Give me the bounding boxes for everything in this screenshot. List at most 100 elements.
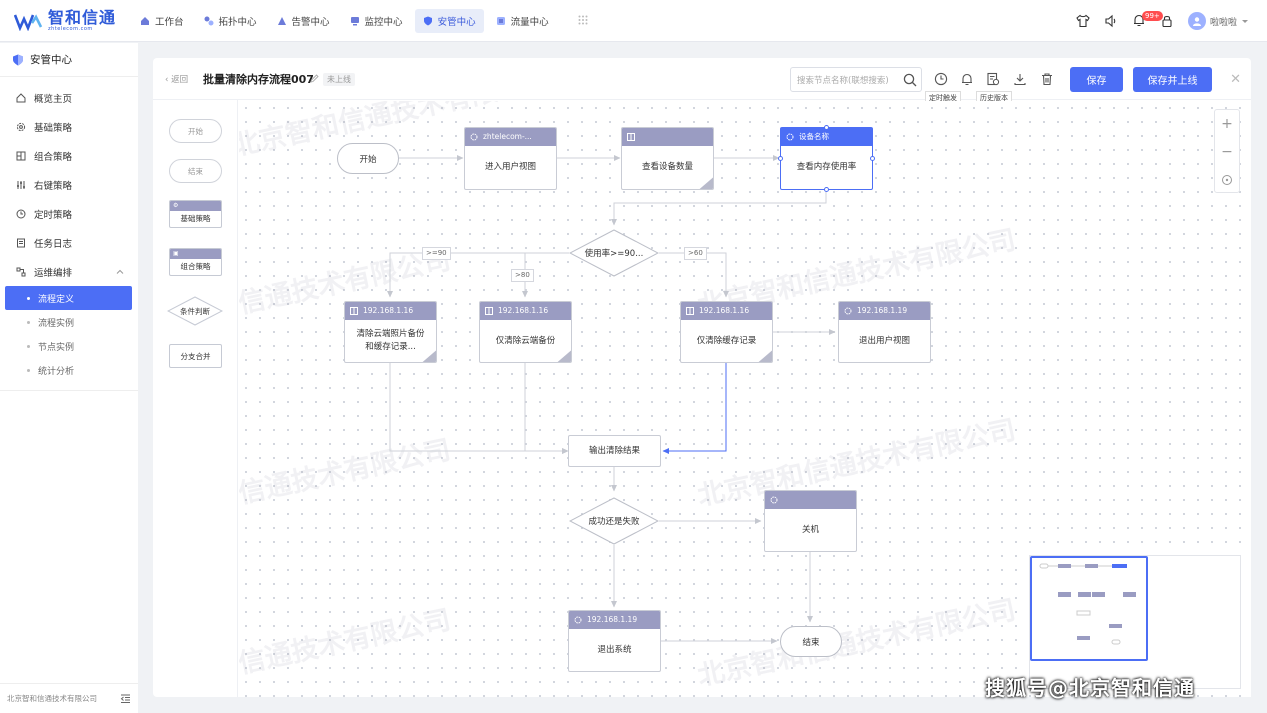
shirt-icon[interactable] — [1076, 14, 1090, 28]
resize-handle[interactable] — [824, 187, 829, 192]
combo-icon — [627, 133, 635, 141]
chevron-up-icon — [116, 269, 124, 274]
notification-button[interactable]: 99+ — [1132, 10, 1163, 30]
edge-d1-n6[interactable] — [659, 252, 729, 298]
save-and-publish-button[interactable]: 保存并上线 — [1133, 67, 1212, 92]
palette-label: 条件判断 — [180, 306, 210, 316]
edge-n3-d1[interactable] — [611, 190, 827, 226]
minimap-viewport[interactable] — [1030, 556, 1148, 661]
download-icon — [1014, 74, 1026, 86]
fit-view-button[interactable] — [1215, 166, 1239, 194]
flow-node-exit-system[interactable]: 192.168.1.19 退出系统 — [568, 610, 661, 672]
nav-alarm[interactable]: 告警中心 — [269, 9, 338, 33]
notification-badge: 99+ — [1141, 10, 1163, 21]
alert-button[interactable] — [957, 69, 977, 89]
sidebar-item-label: 概览主页 — [34, 93, 73, 105]
brand-logo[interactable]: 智和信通 zhtelecom.com — [14, 8, 116, 34]
flow-node-clear-cloud-backup[interactable]: 192.168.1.16 仅清除云端备份 — [479, 301, 572, 363]
timer-trigger-button[interactable] — [931, 69, 951, 89]
sidebar-subitem-label: 流程定义 — [38, 294, 75, 305]
node-body: 退出系统 — [597, 644, 632, 655]
node-body: 进入用户视图 — [484, 162, 536, 172]
node-body: 清除云端照片备份和缓存记录... — [356, 329, 425, 352]
alarm-icon — [277, 17, 286, 25]
node-header: zhtelecom-... — [465, 128, 556, 146]
speaker-icon[interactable] — [1104, 14, 1118, 28]
sidebar-item-combo-policy[interactable]: 组合策略 — [0, 141, 138, 170]
minimap[interactable] — [1029, 555, 1241, 689]
nav-security[interactable]: 安管中心 — [414, 9, 484, 33]
edge-n5-n8[interactable] — [524, 363, 569, 454]
flow-node-view-device-count[interactable]: 查看设备数量 — [621, 127, 714, 190]
flow-decision-usage[interactable]: 使用率>=90... — [569, 229, 659, 277]
flow-start-node[interactable]: 开始 — [337, 143, 399, 174]
sidebar-item-timed-policy[interactable]: 定时策略 — [0, 199, 138, 228]
trash-icon — [1042, 73, 1052, 86]
search-icon[interactable] — [903, 73, 917, 87]
palette-merge[interactable]: 分支合并 — [169, 344, 222, 368]
palette-combo-policy[interactable]: ▣组合策略 — [169, 248, 222, 276]
sidebar-subitem-flow-definition[interactable]: 流程定义 — [5, 286, 132, 310]
nav-label: 安管中心 — [437, 17, 476, 28]
delete-button[interactable] — [1037, 69, 1057, 89]
flow-node-shutdown[interactable]: 关机 — [764, 490, 857, 552]
nav-workbench[interactable]: 工作台 — [132, 9, 192, 33]
save-button[interactable]: 保存 — [1070, 67, 1123, 92]
edge-n6-n8-selected[interactable] — [662, 363, 727, 454]
node-search-input[interactable]: 搜索节点名称(联想搜索) — [790, 67, 922, 92]
sidebar-item-basic-policy[interactable]: 基础策略 — [0, 112, 138, 141]
sidebar-divider — [0, 390, 138, 391]
sidebar-item-rightclick-policy[interactable]: 右键策略 — [0, 170, 138, 199]
download-button[interactable] — [1010, 69, 1030, 89]
flow-node-exit-user-view[interactable]: 192.168.1.19 退出用户视图 — [838, 301, 931, 363]
nav-label: 流量中心 — [510, 17, 549, 28]
sidebar-item-label: 组合策略 — [34, 151, 73, 163]
resize-handle[interactable] — [870, 156, 875, 161]
chevron-left-icon: ‹ — [165, 75, 172, 85]
close-icon[interactable]: ✕ — [1230, 72, 1241, 87]
sidebar-subitem-flow-instance[interactable]: 流程实例 — [0, 310, 138, 334]
flow-decision-success[interactable]: 成功还是失败 — [569, 497, 659, 545]
node-body: 关机 — [801, 524, 819, 535]
combo-icon — [485, 307, 493, 315]
flow-canvas[interactable]: 北京智和信通技术有限公司 北京智和信通技术有限公司 北京智和信通技术有限公司 北… — [239, 101, 1251, 697]
sidebar-item-orchestration[interactable]: 运维编排 — [0, 257, 138, 286]
resize-handle[interactable] — [778, 156, 783, 161]
edit-icon[interactable] — [310, 74, 319, 83]
back-button[interactable]: ‹ 返回 — [165, 73, 188, 85]
palette-start[interactable]: 开始 — [169, 119, 222, 143]
sidebar-item-label: 运维编排 — [34, 267, 73, 279]
flow-merge-output-result[interactable]: 输出清除结果 — [568, 435, 661, 467]
sidebar-item-overview[interactable]: 概览主页 — [0, 83, 138, 112]
zoom-in-button[interactable]: + — [1221, 116, 1233, 132]
nav-label: 监控中心 — [364, 17, 403, 28]
lock-icon[interactable] — [1160, 14, 1174, 28]
edge-n4-n8[interactable] — [389, 363, 569, 454]
gear-icon — [786, 133, 794, 141]
nav-topology[interactable]: 拓扑中心 — [196, 9, 265, 33]
diamond-shape — [167, 296, 223, 326]
flow-icon — [496, 17, 505, 25]
sidebar-subitem-node-instance[interactable]: 节点实例 — [0, 334, 138, 358]
nav-monitor[interactable]: 监控中心 — [342, 9, 411, 33]
resize-handle[interactable] — [824, 125, 829, 130]
flow-end-node[interactable]: 结束 — [780, 626, 842, 657]
flow-node-clear-cloud-photos-cache[interactable]: 192.168.1.16 清除云端照片备份和缓存记录... — [344, 301, 437, 363]
apps-grid-icon[interactable] — [578, 15, 588, 25]
history-version-button[interactable] — [983, 69, 1003, 89]
nav-flow[interactable]: 流量中心 — [488, 9, 557, 33]
collapse-sidebar-icon[interactable] — [120, 693, 131, 704]
edge-d1-n4[interactable] — [387, 252, 569, 298]
palette-condition[interactable]: 条件判断 — [167, 296, 223, 326]
sidebar-subitem-statistics[interactable]: 统计分析 — [0, 358, 138, 382]
zoom-out-button[interactable]: − — [1221, 144, 1233, 160]
sidebar-item-task-log[interactable]: 任务日志 — [0, 228, 138, 257]
flow-node-view-memory-usage[interactable]: 设备名称 查看内存使用率 — [778, 125, 875, 192]
palette-basic-policy[interactable]: ⚙基础策略 — [169, 200, 222, 228]
flow-node-clear-cache-records[interactable]: 192.168.1.16 仅清除缓存记录 — [680, 301, 773, 363]
palette-end[interactable]: 结束 — [169, 159, 222, 183]
gear-icon — [770, 496, 778, 504]
decision-label: 成功还是失败 — [588, 517, 640, 527]
flow-node-enter-user-view[interactable]: zhtelecom-... 进入用户视图 — [464, 127, 557, 190]
user-menu[interactable]: 啦啦啦 — [1187, 12, 1249, 30]
